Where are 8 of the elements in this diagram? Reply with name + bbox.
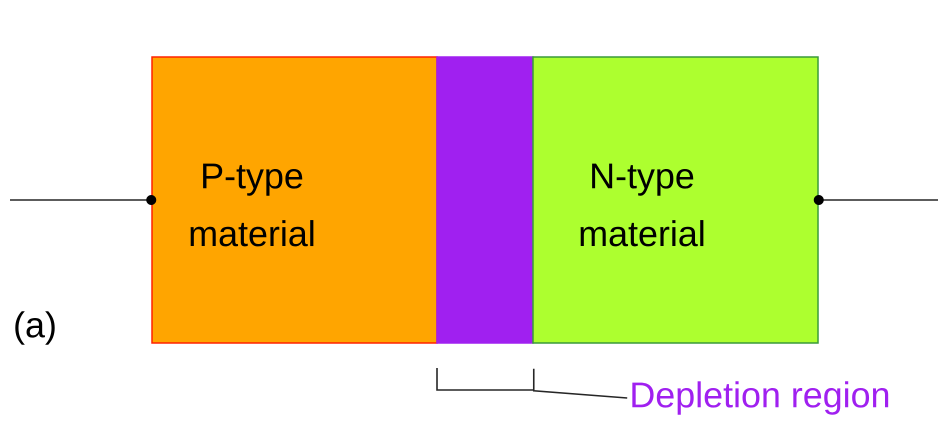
panel-label: (a) bbox=[15, 311, 55, 345]
wire bbox=[10, 195, 156, 205]
wire bbox=[814, 195, 938, 205]
n-type-region: N-type material bbox=[532, 56, 819, 344]
depletion-band bbox=[436, 56, 534, 344]
leader-line bbox=[532, 368, 628, 399]
region-label: Depletion region bbox=[632, 381, 888, 415]
p-type-region: P-type material bbox=[151, 56, 438, 344]
